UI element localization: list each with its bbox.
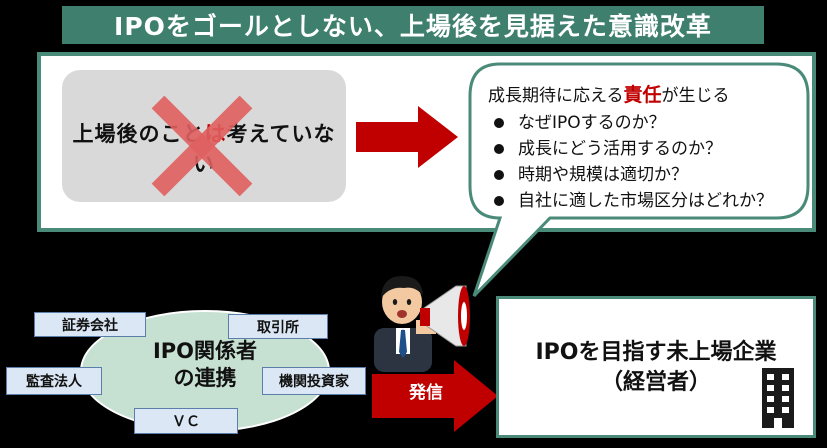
tag-exchange: 取引所 (228, 314, 328, 339)
bullet-icon (494, 170, 504, 180)
send-label: 発信 (409, 383, 443, 403)
bullet-icon (494, 196, 504, 206)
list-item: なぜIPOするのか？ (488, 110, 804, 136)
list-item: 成長にどう活用するのか？ (488, 136, 804, 162)
page-title: IPOをゴールとしない、上場後を見据えた意識改革 (114, 12, 712, 41)
company-label: IPOを目指す未上場企業 （経営者） (535, 340, 777, 395)
bubble-heading-emphasis: 責任 (623, 84, 662, 106)
send-arrow (372, 360, 498, 432)
list-item: 自社に適した市場区分はどれか？ (488, 188, 804, 214)
bullet-icon (494, 144, 504, 154)
title-bar: IPOをゴールとしない、上場後を見据えた意識改革 (62, 6, 764, 44)
bubble-content: 成長期待に応える責任が生じる なぜIPOするのか？ 成長にどう活用するのか？ 時… (488, 82, 804, 214)
list-item: 時期や規模は適切か？ (488, 162, 804, 188)
tag-audit: 監査法人 (6, 367, 102, 395)
speech-bubble (468, 62, 810, 298)
stakeholder-center-label: IPO関係者 の連携 (152, 339, 258, 390)
tag-institutional: 機関投資家 (262, 367, 366, 395)
building-icon (762, 368, 794, 428)
tag-vc: ＶＣ (134, 408, 238, 434)
bullet-icon (494, 118, 504, 128)
transition-arrow (356, 106, 458, 168)
cross-mark-icon (151, 96, 253, 196)
bubble-heading: 成長期待に応える責任が生じる (488, 84, 730, 106)
speaker-megaphone-icon (374, 276, 470, 372)
tag-securities: 証券会社 (34, 312, 146, 337)
